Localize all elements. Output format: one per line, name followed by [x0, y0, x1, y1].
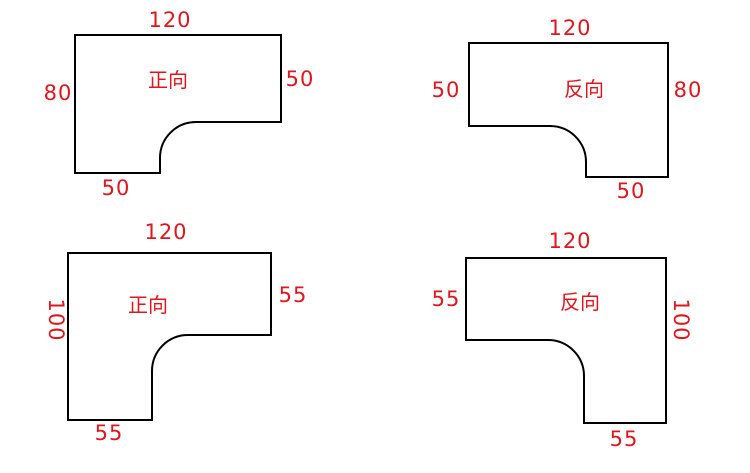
- outline-top-left: [74, 34, 282, 174]
- dim-top-left-left: 80: [44, 81, 73, 105]
- dim-bottom-left-top: 120: [144, 220, 187, 244]
- dim-bottom-left-right: 55: [279, 283, 308, 307]
- shape-top-right: 120 50 80 50 反向: [432, 16, 703, 203]
- label-top-right: 反向: [564, 77, 604, 101]
- shape-bottom-left: 120 100 55 55 正向: [44, 220, 308, 445]
- outline-top-right: [468, 42, 669, 178]
- shape-bottom-right: 120 55 100 55 反向: [432, 229, 693, 451]
- label-top-left: 正向: [148, 68, 188, 92]
- dim-bottom-left-left: 100: [44, 298, 68, 341]
- outline-bottom-left: [67, 252, 272, 421]
- dim-top-right-left: 50: [432, 78, 461, 102]
- dim-top-left-bottom: 50: [102, 176, 131, 200]
- dim-bottom-right-top: 120: [548, 229, 591, 253]
- label-bottom-left: 正向: [128, 293, 168, 317]
- dim-bottom-right-right: 100: [669, 298, 693, 341]
- dim-bottom-left-bottom: 55: [95, 421, 124, 445]
- dim-top-right-top: 120: [548, 16, 591, 40]
- dim-bottom-right-left: 55: [432, 287, 461, 311]
- outline-bottom-right: [465, 257, 667, 424]
- label-bottom-right: 反向: [560, 290, 600, 314]
- dim-top-left-top: 120: [148, 8, 191, 32]
- dim-top-right-bottom: 50: [617, 179, 646, 203]
- dim-top-right-right: 80: [674, 78, 703, 102]
- shape-top-left: 120 80 50 50 正向: [44, 8, 315, 200]
- dim-bottom-right-bottom: 55: [610, 427, 639, 451]
- dim-top-left-right: 50: [286, 67, 315, 91]
